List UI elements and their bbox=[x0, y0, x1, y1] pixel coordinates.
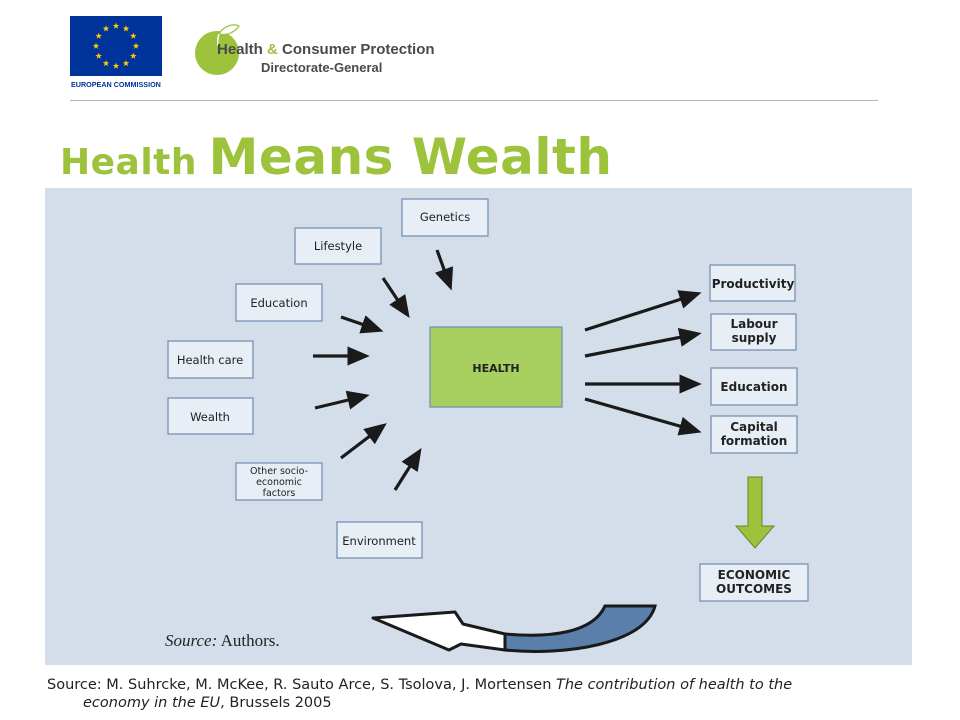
svg-text:Health care: Health care bbox=[177, 353, 243, 367]
caption-title-part2: economy in the EU bbox=[83, 695, 221, 711]
arrow-genetics-to-health bbox=[434, 249, 454, 291]
svg-text:formation: formation bbox=[721, 434, 788, 448]
svg-text:economic: economic bbox=[256, 477, 302, 488]
input-other-socio-economic: Other socio- economic factors bbox=[235, 462, 323, 501]
eu-logo-text: EUROPEAN COMMISSION bbox=[71, 80, 161, 89]
eu-star-icon bbox=[112, 62, 120, 69]
dg-health-consumer-logo: Health & Consumer Protection Directorate… bbox=[195, 24, 435, 75]
svg-text:HEALTH: HEALTH bbox=[472, 362, 519, 375]
caption-suffix: , Brussels 2005 bbox=[220, 695, 332, 711]
dg-logo-health: Health bbox=[217, 41, 263, 58]
svg-text:OUTCOMES: OUTCOMES bbox=[716, 582, 792, 596]
header-divider bbox=[70, 100, 878, 101]
svg-text:Lifestyle: Lifestyle bbox=[314, 239, 362, 253]
source-caption: Source: M. Suhrcke, M. McKee, R. Sauto A… bbox=[47, 676, 927, 712]
svg-text:Education: Education bbox=[720, 380, 787, 394]
slide-title: Health Means Wealth bbox=[60, 128, 612, 186]
input-wealth: Wealth bbox=[167, 397, 254, 435]
diagram-source-label: Source: bbox=[165, 631, 217, 650]
eu-star-icon bbox=[130, 32, 137, 39]
eu-star-icon bbox=[95, 52, 102, 59]
input-health-care: Health care bbox=[167, 340, 254, 379]
input-lifestyle: Lifestyle bbox=[294, 227, 382, 265]
svg-text:Wealth: Wealth bbox=[190, 410, 230, 424]
svg-text:Health & Consumer Prot: Health & Consumer Protection bbox=[217, 41, 435, 58]
eu-star-icon bbox=[112, 22, 120, 29]
output-productivity: Productivity bbox=[709, 264, 796, 302]
health-wealth-diagram: Genetics Lifestyle Education Health care… bbox=[45, 188, 912, 665]
dg-logo-directorate: Directorate-General bbox=[261, 60, 382, 75]
arrow-health-to-capital bbox=[584, 397, 702, 436]
european-commission-logo: EUROPEAN COMMISSION bbox=[70, 16, 162, 89]
output-education: Education bbox=[710, 367, 798, 406]
feedback-curved-arrow bbox=[371, 604, 657, 653]
svg-text:factors: factors bbox=[263, 488, 296, 499]
diagram-source-value: Authors. bbox=[221, 631, 280, 650]
caption-title-part1: The contribution of health to the bbox=[556, 677, 793, 693]
dg-logo-consumer-protection: Consumer Protection bbox=[282, 41, 435, 58]
eu-star-icon bbox=[132, 42, 140, 49]
arrow-lifestyle-to-health bbox=[381, 277, 410, 318]
arrow-health-to-labour bbox=[584, 327, 702, 358]
svg-text:Genetics: Genetics bbox=[420, 210, 470, 224]
svg-text:ECONOMIC: ECONOMIC bbox=[718, 568, 791, 582]
green-down-arrow bbox=[734, 476, 776, 549]
caption-prefix: Source: M. Suhrcke, M. McKee, R. Sauto A… bbox=[47, 677, 556, 693]
svg-text:supply: supply bbox=[732, 331, 777, 345]
title-health: Health bbox=[60, 142, 198, 183]
arrow-wealth-to-health bbox=[314, 390, 370, 410]
svg-text:Education: Education bbox=[250, 296, 307, 310]
arrow-other-to-health bbox=[340, 423, 387, 460]
svg-text:Capital: Capital bbox=[730, 420, 778, 434]
title-means-wealth: Means Wealth bbox=[208, 128, 613, 186]
eu-star-icon bbox=[102, 59, 110, 67]
output-labour-supply: Labour supply bbox=[710, 313, 797, 351]
eu-star-icon bbox=[92, 42, 100, 49]
arrow-health-to-productivity bbox=[584, 290, 702, 332]
input-genetics: Genetics bbox=[401, 198, 489, 237]
eu-star-icon bbox=[102, 25, 110, 32]
svg-text:Labour: Labour bbox=[730, 317, 777, 331]
economic-outcomes-box: ECONOMIC OUTCOMES bbox=[699, 563, 809, 602]
eu-star-icon bbox=[130, 52, 137, 59]
input-education: Education bbox=[235, 283, 323, 322]
dg-logo-ampersand: & bbox=[267, 41, 278, 58]
eu-star-icon bbox=[122, 59, 130, 67]
eu-star-icon bbox=[95, 32, 102, 39]
health-box: HEALTH bbox=[429, 326, 563, 408]
svg-text:Other socio-: Other socio- bbox=[250, 466, 308, 477]
arrow-environment-to-health bbox=[393, 447, 422, 491]
svg-text:Productivity: Productivity bbox=[712, 277, 795, 291]
eu-star-icon bbox=[122, 25, 130, 32]
output-capital-formation: Capital formation bbox=[710, 415, 798, 454]
input-environment: Environment bbox=[336, 521, 423, 559]
svg-text:Environment: Environment bbox=[342, 534, 416, 548]
diagram-source: Source: Authors. bbox=[165, 631, 280, 650]
arrow-education-to-health bbox=[340, 315, 384, 334]
